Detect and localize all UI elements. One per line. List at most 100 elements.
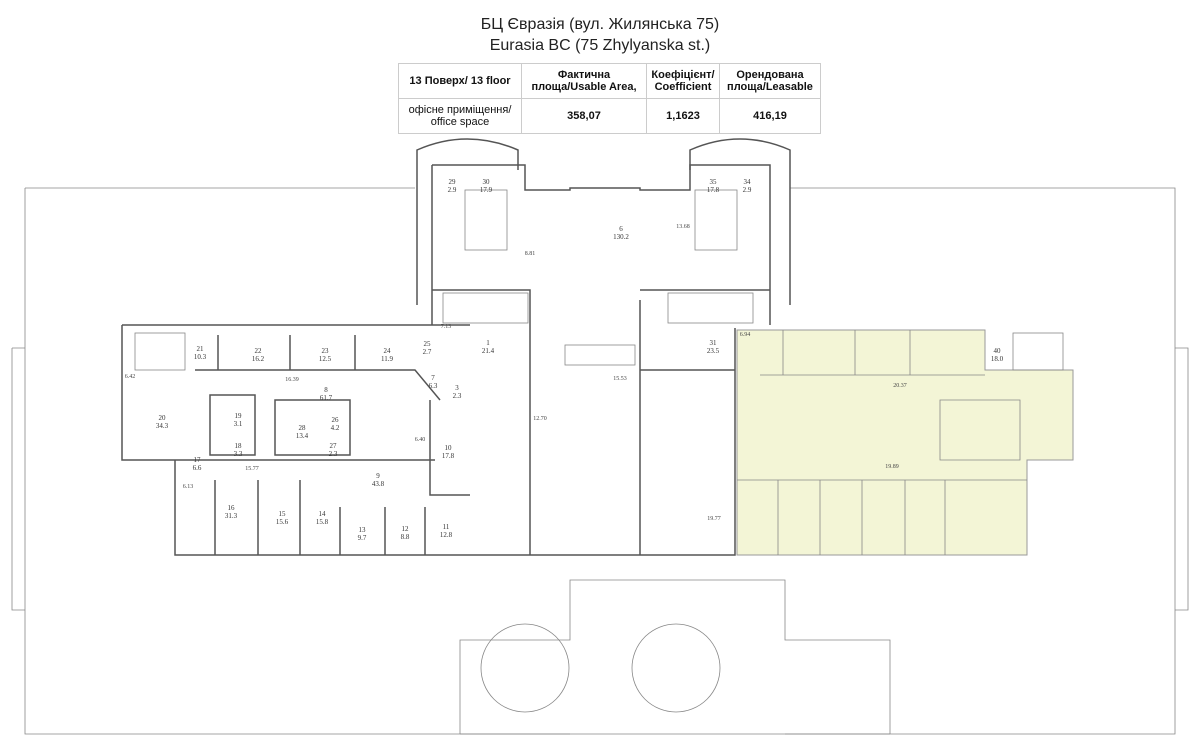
- elevators-right: [667, 292, 754, 324]
- room-number: 13: [359, 526, 367, 534]
- stair-left: [464, 189, 508, 251]
- room-number: 6: [619, 225, 623, 233]
- room-area: 15.6: [276, 518, 289, 526]
- room-area: 21.4: [482, 347, 495, 355]
- room-number: 11: [443, 523, 450, 531]
- room-area: 17.8: [707, 186, 720, 194]
- title-ua: БЦ Євразія (вул. Жилянська 75): [480, 16, 720, 33]
- room-number: 10: [445, 444, 453, 452]
- room-area: 43.8: [372, 480, 385, 488]
- room-area: 2.7: [423, 348, 432, 356]
- room-number: 27: [330, 442, 338, 450]
- room-area: 61.7: [320, 394, 333, 402]
- room-area: 3.1: [234, 420, 243, 428]
- room-area: 2.9: [448, 186, 457, 194]
- dimension-label: 20.37: [893, 383, 907, 389]
- dimension-label: 19.77: [707, 516, 721, 522]
- leasable-value: 416,19: [719, 98, 821, 134]
- stair-right: [694, 189, 738, 251]
- room-area: 130.2: [613, 233, 629, 241]
- usable-area-value: 358,07: [521, 98, 647, 134]
- room-number: 17: [194, 456, 202, 464]
- room-number: 20: [159, 414, 167, 422]
- room-number: 25: [424, 340, 432, 348]
- room-area: 12.8: [440, 531, 453, 539]
- space-type: офісне приміщення/ office space: [398, 98, 522, 134]
- room-number: 7: [431, 374, 435, 382]
- room-area: 2.3: [453, 392, 462, 400]
- dimension-label: 6.42: [125, 374, 136, 380]
- room-area: 10.3: [194, 353, 207, 361]
- dimension-label: 6.13: [183, 484, 194, 490]
- room-area: 31.3: [225, 512, 238, 520]
- room-number: 31: [710, 339, 718, 347]
- dimension-label: 15.77: [245, 466, 259, 472]
- room-area: 17.8: [442, 452, 455, 460]
- room-area: 8.8: [401, 533, 410, 541]
- core-walls: [431, 164, 771, 556]
- room-area: 11.9: [381, 355, 393, 363]
- room-area: 4.2: [331, 424, 340, 432]
- room-number: 30: [483, 178, 491, 186]
- shaft: [564, 344, 636, 366]
- podium-outline: [459, 579, 891, 735]
- tower-right: [689, 138, 791, 305]
- room-number: 9: [376, 472, 380, 480]
- floor-label: 13 Поверх/ 13 floor: [398, 63, 522, 99]
- leased-office-area: [736, 329, 1074, 556]
- room-number: 16: [228, 504, 236, 512]
- room-number: 8: [324, 386, 328, 394]
- left-wing-walls: [121, 324, 470, 556]
- room-number: 12: [402, 525, 410, 533]
- room-area: 17.9: [480, 186, 493, 194]
- room-number: 28: [299, 424, 307, 432]
- dimension-label: 8.81: [525, 251, 536, 257]
- room-area: 6.3: [429, 382, 438, 390]
- room-area: 2.3: [329, 450, 338, 458]
- room-area: 6.6: [193, 464, 202, 472]
- leasable-header: Орендована площа/Leasable: [719, 63, 821, 99]
- coefficient-value: 1,1623: [646, 98, 720, 134]
- dimension-label: 19.89: [885, 464, 899, 470]
- dimension-label: 15.53: [613, 376, 627, 382]
- rotunda-left: [480, 623, 570, 713]
- room-area: 23.5: [707, 347, 720, 355]
- title-en: Eurasia BC (75 Zhylyanska st.): [489, 37, 711, 54]
- dimension-label: 7.13: [441, 324, 452, 330]
- room-number: 29: [449, 178, 457, 186]
- room-area: 3.3: [234, 450, 243, 458]
- usable-area-header: Фактична площа/Usable Area,: [521, 63, 647, 99]
- room-number: 1: [486, 339, 490, 347]
- coefficient-header: Коефіцієнт/ Coefficient: [646, 63, 720, 99]
- room-area: 16.2: [252, 355, 265, 363]
- dimension-label: 6.94: [740, 332, 751, 338]
- room-area: 15.8: [316, 518, 329, 526]
- dimension-label: 12.70: [533, 416, 547, 422]
- room-number: 40: [994, 347, 1002, 355]
- dimension-label: 6.40: [415, 437, 426, 443]
- room-number: 26: [332, 416, 340, 424]
- room-area: 13.4: [296, 432, 309, 440]
- room-area: 34.3: [156, 422, 169, 430]
- room-area: 2.9: [743, 186, 752, 194]
- room-number: 3: [455, 384, 459, 392]
- room-number: 14: [319, 510, 327, 518]
- room-number: 15: [279, 510, 287, 518]
- elevators-left: [442, 292, 529, 324]
- building-outline: [11, 187, 1189, 735]
- tower-left: [416, 138, 519, 305]
- dimension-label: 16.39: [285, 377, 299, 383]
- room-number: 21: [197, 345, 205, 353]
- room-area: 9.7: [358, 534, 367, 542]
- stair-right-wing: [1012, 332, 1064, 371]
- room-number: 34: [744, 178, 752, 186]
- dimension-label: 13.68: [676, 224, 690, 230]
- room-number: 35: [710, 178, 718, 186]
- room-number: 24: [384, 347, 392, 355]
- right-wing-walls: [737, 330, 1027, 555]
- room-area: 18.0: [991, 355, 1004, 363]
- rotunda-right: [631, 623, 721, 713]
- room-area: 12.5: [319, 355, 332, 363]
- room-number: 23: [322, 347, 330, 355]
